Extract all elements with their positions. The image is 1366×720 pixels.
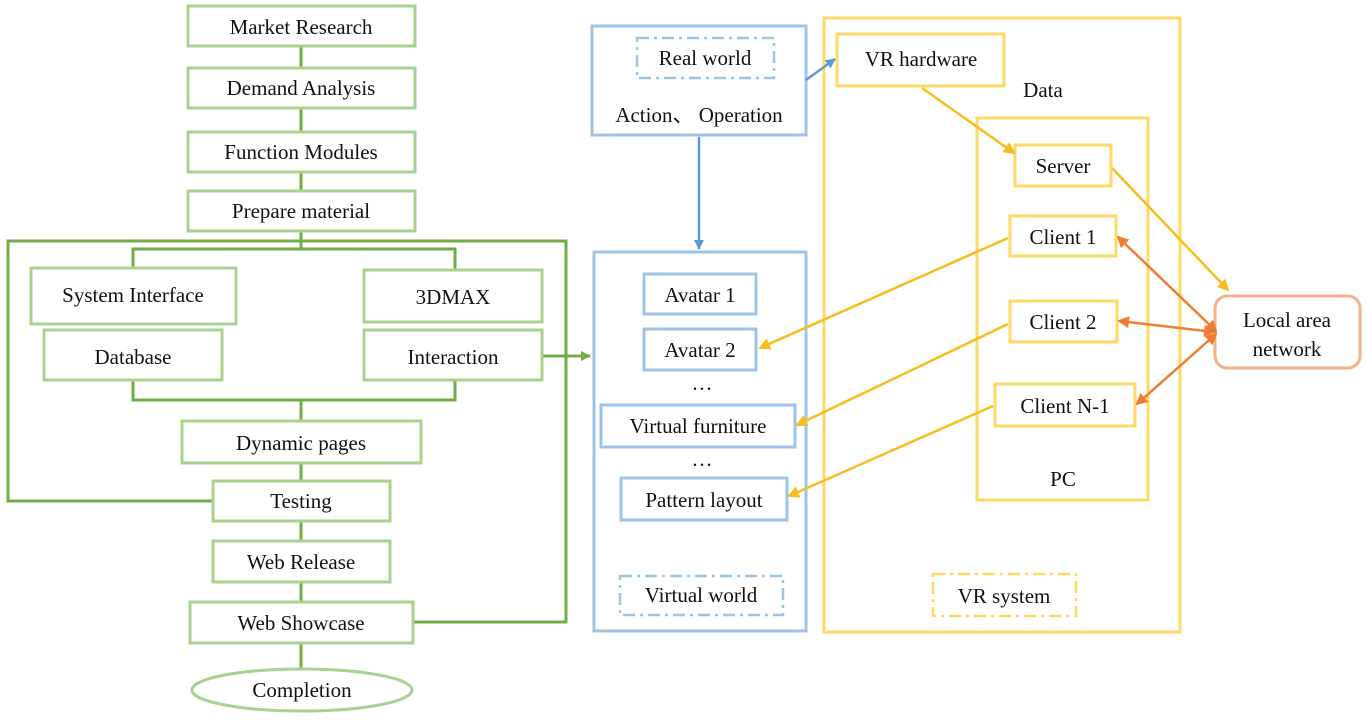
vr-system-label: VR system: [958, 584, 1051, 608]
arrow-client2-lan: [1117, 316, 1216, 337]
virtual-item-furniture: Virtual furniture: [599, 403, 797, 449]
step-demand-analysis: Demand Analysis: [186, 66, 417, 110]
step-dynamic-pages: Dynamic pages: [180, 419, 423, 465]
pc-label: PC: [1050, 467, 1076, 491]
step-label: Demand Analysis: [227, 76, 376, 100]
lan-label-line2: network: [1253, 337, 1322, 361]
item-label: Avatar 2: [664, 338, 735, 362]
step-label: Completion: [252, 678, 352, 702]
vr-hardware-box: VR hardware: [835, 32, 1006, 88]
local-area-network-box: Local area network: [1213, 294, 1362, 370]
step-completion: Completion: [190, 667, 414, 713]
flow-connectors: [6, 46, 591, 670]
step-web-release: Web Release: [211, 539, 392, 584]
arrow-client2-to-furniture: [795, 322, 1009, 427]
step-label: Testing: [270, 489, 332, 513]
client-1-box: Client 1: [1008, 214, 1118, 258]
step-system-interface: System Interface: [29, 266, 238, 326]
client-2-box: Client 2: [1008, 299, 1119, 344]
client-label: Client N-1: [1020, 394, 1109, 418]
connection-arrows: [694, 57, 1230, 498]
step-label: Web Release: [247, 550, 356, 574]
step-database: Database: [42, 328, 224, 382]
lan-label-line1: Local area: [1243, 308, 1332, 332]
server-box: Server: [1013, 143, 1113, 188]
step-testing: Testing: [211, 479, 392, 523]
virtual-item-pattern-layout: Pattern layout: [619, 476, 789, 522]
arrow-clientn-to-pattern: [787, 404, 994, 498]
client-label: Client 2: [1029, 310, 1096, 334]
virtual-world-label: Virtual world: [645, 583, 758, 607]
vr-system-panel: VR hardware Data PC Server Client 1 Clie…: [822, 16, 1182, 634]
step-web-showcase: Web Showcase: [188, 600, 415, 645]
item-label: Pattern layout: [645, 488, 762, 512]
step-label: Web Showcase: [237, 611, 364, 635]
arrow-hardware-to-server: [921, 86, 1016, 155]
step-function-modules: Function Modules: [186, 130, 417, 174]
step-prepare-material: Prepare material: [186, 189, 417, 233]
arrow-server-to-lan: [1111, 167, 1230, 292]
step-label: Interaction: [408, 345, 499, 369]
step-interaction: Interaction: [362, 328, 544, 382]
data-label: Data: [1023, 78, 1063, 102]
vr-hardware-label: VR hardware: [865, 47, 978, 71]
ellipsis-text: …: [692, 371, 713, 395]
arrow-clientn-lan: [1135, 332, 1218, 406]
virtual-item-avatar-1: Avatar 1: [642, 272, 758, 316]
step-label: Dynamic pages: [236, 431, 366, 455]
step-3dmax: 3DMAX: [362, 268, 544, 324]
arrow-client1-lan: [1116, 235, 1218, 333]
arrow-real-to-hardware: [805, 57, 836, 82]
step-label: Database: [95, 345, 172, 369]
server-label: Server: [1036, 154, 1091, 178]
client-n-box: Client N-1: [993, 382, 1137, 428]
arrow-client1-to-avatar2: [758, 236, 1009, 350]
step-label: Function Modules: [224, 140, 377, 164]
virtual-world-panel: Avatar 1 Avatar 2 … Virtual furniture … …: [592, 250, 808, 633]
item-label: Avatar 1: [664, 283, 735, 307]
real-world-panel: Real world Action、 Operation: [590, 24, 808, 137]
step-label: 3DMAX: [416, 285, 491, 309]
ellipsis-text: …: [692, 447, 713, 471]
step-label: Market Research: [230, 15, 373, 39]
step-label: System Interface: [62, 283, 204, 307]
development-flowchart: Market Research Demand Analysis Function…: [6, 4, 591, 713]
client-label: Client 1: [1029, 225, 1096, 249]
item-label: Virtual furniture: [630, 414, 767, 438]
step-label: Prepare material: [232, 199, 370, 223]
step-market-research: Market Research: [186, 4, 417, 48]
action-operation-label: Action、 Operation: [615, 103, 783, 127]
virtual-item-avatar-2: Avatar 2: [642, 327, 758, 372]
real-world-label: Real world: [659, 46, 752, 70]
